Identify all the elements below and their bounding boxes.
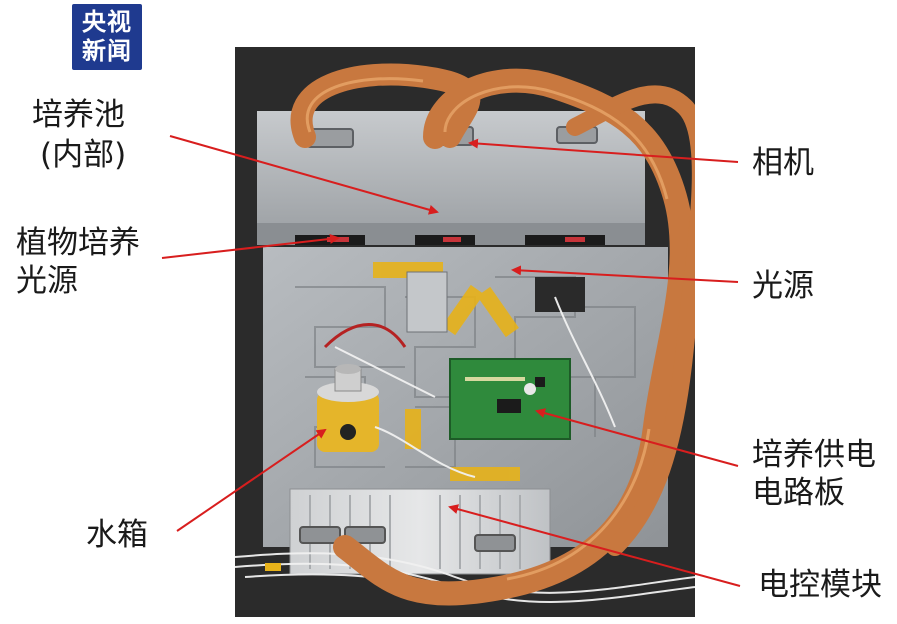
logo-text-line1: 央视 bbox=[82, 8, 132, 36]
arrow-water-tank bbox=[176, 428, 327, 532]
label-culture-pool: 培养池 bbox=[32, 97, 125, 133]
water-tank-valve bbox=[340, 424, 356, 440]
arrow-control-module bbox=[448, 504, 741, 587]
arrow-camera bbox=[468, 138, 739, 163]
water-tank-body bbox=[317, 392, 379, 452]
arrow-light-source bbox=[511, 265, 739, 283]
logo-text-line2: 新闻 bbox=[82, 37, 132, 65]
hardware-photo bbox=[235, 47, 695, 617]
arrow-culture-pool bbox=[169, 135, 439, 215]
copper-cables bbox=[290, 63, 695, 606]
label-plant-light: 植物培养 bbox=[16, 225, 140, 261]
label-culture-pool-sub: (内部) bbox=[40, 137, 127, 173]
label-power-board: 培养供电 bbox=[752, 437, 876, 473]
water-tank-top bbox=[317, 382, 379, 402]
label-plant-light-sub: 光源 bbox=[16, 263, 78, 299]
right-connector-block bbox=[535, 277, 585, 312]
center-module bbox=[406, 271, 448, 333]
arrow-plant-light bbox=[161, 233, 340, 259]
label-control-module: 电控模块 bbox=[758, 567, 882, 603]
label-light-source: 光源 bbox=[752, 268, 814, 304]
red-wire bbox=[323, 323, 407, 349]
pcb-white-part bbox=[524, 383, 536, 395]
cctv-news-logo: 央视 新闻 bbox=[72, 4, 142, 70]
copper-highlights bbox=[305, 77, 669, 581]
arrow-power-board bbox=[535, 408, 739, 467]
control-connectors bbox=[299, 526, 516, 552]
label-power-board-sub: 电路板 bbox=[752, 475, 845, 511]
label-water-tank: 水箱 bbox=[86, 517, 148, 553]
label-camera: 相机 bbox=[752, 145, 814, 181]
pcb-components bbox=[465, 377, 545, 413]
